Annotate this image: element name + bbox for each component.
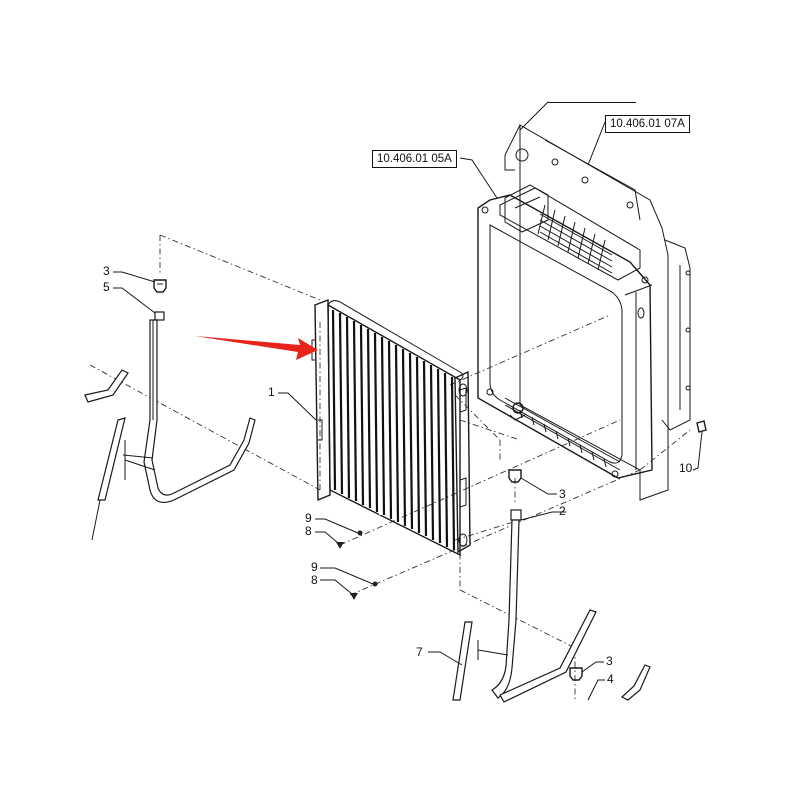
callout-9-upper: 9 — [305, 511, 312, 525]
callout-8-upper: 8 — [305, 524, 312, 538]
reference-box-07a[interactable]: 10.406.01 07A — [605, 115, 690, 133]
hose-7 — [452, 621, 509, 701]
callout-3-upper-left: 3 — [103, 264, 110, 278]
callout-9-lower: 9 — [311, 560, 318, 574]
callout-5: 5 — [103, 280, 110, 294]
reference-box-top[interactable] — [548, 88, 636, 103]
callout-4: 4 — [607, 672, 614, 686]
highlight-arrow — [195, 336, 318, 360]
assembly-lines — [89, 234, 691, 700]
reference-07a-label: 10.406.01 07A — [610, 118, 685, 130]
ref-05a-leader — [459, 157, 498, 199]
fitting-lower — [569, 667, 583, 681]
callout-2: 2 — [559, 504, 566, 518]
cooler-fins — [331, 309, 456, 551]
hose-left — [91, 417, 156, 541]
fitting-upper-left — [153, 279, 167, 293]
right-pipe — [491, 509, 597, 703]
ref-07a-leader — [587, 121, 606, 166]
callout-leaders — [113, 271, 605, 701]
pipe-stub-left — [84, 369, 129, 403]
callout-7: 7 — [416, 645, 423, 659]
callout-3-lower: 3 — [606, 654, 613, 668]
radiator-frame — [477, 124, 691, 501]
callout-8-lower: 8 — [311, 573, 318, 587]
cooler-core — [311, 298, 471, 557]
callout-10: 10 — [679, 461, 693, 475]
reference-05a-label: 10.406.01 05A — [377, 153, 452, 165]
callout-1: 1 — [268, 385, 275, 399]
bolts-washers — [336, 530, 378, 600]
fitting-right — [508, 469, 522, 483]
reference-box-05a[interactable]: 10.406.01 05A — [372, 150, 457, 168]
top-tank-grid — [537, 204, 613, 274]
lower-pipe-4 — [620, 664, 651, 701]
ref-top-leader — [519, 99, 551, 131]
clip-10 — [692, 420, 707, 471]
callout-3-right: 3 — [559, 487, 566, 501]
left-pipe — [143, 311, 256, 503]
